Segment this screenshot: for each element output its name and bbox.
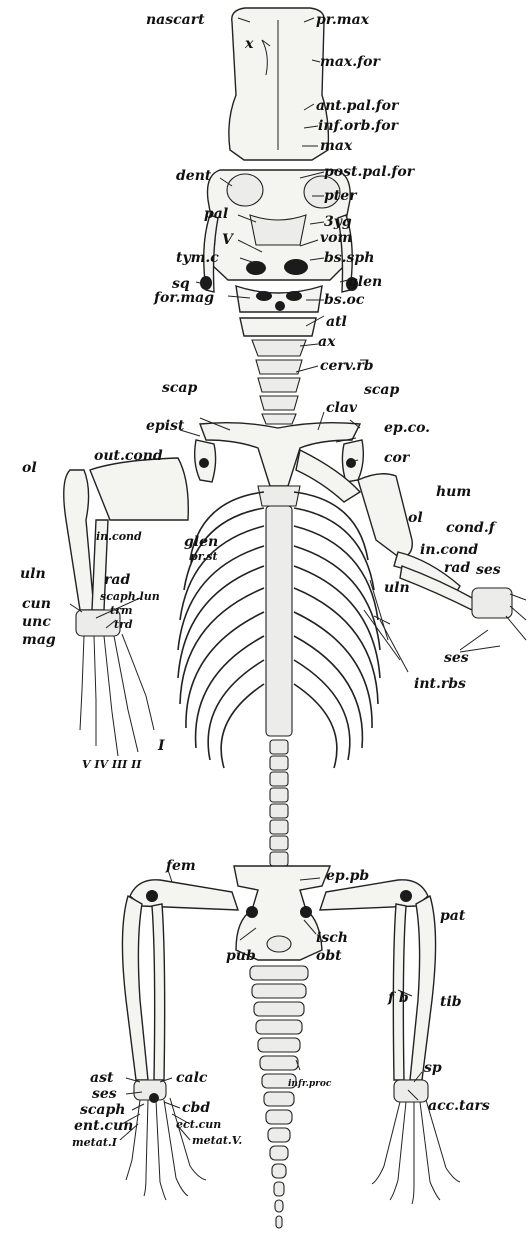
label-formag: for.mag — [153, 290, 214, 306]
label-intrbs: int.rbs — [414, 676, 466, 692]
label-bsoc: bs.oc — [324, 292, 365, 308]
label-postpalfor: post.pal.for — [324, 164, 416, 180]
label-hum: hum — [436, 484, 471, 500]
label-pat: pat — [440, 908, 466, 924]
label-ol1: ol — [22, 460, 37, 476]
label-inforbfor: inf.orb.for — [318, 118, 400, 134]
label-ses3: ses — [92, 1086, 117, 1102]
label-x: x — [244, 36, 254, 52]
label-mag: mag — [22, 632, 56, 648]
label-calc: calc — [176, 1070, 208, 1086]
cervical-vertebrae — [240, 318, 316, 424]
label-scaph: scaph — [80, 1102, 125, 1118]
label-ses2: ses — [444, 650, 469, 666]
right-hindlimb — [320, 880, 460, 1204]
label-antpalfor: ant.pal.for — [316, 98, 400, 114]
label-tib: tib — [440, 994, 462, 1010]
label-dent: dent — [176, 168, 212, 184]
tail — [250, 966, 308, 1228]
label-scaphlun: scaph.lun — [100, 590, 160, 603]
label-max: max — [320, 138, 353, 154]
label-vom: vom — [320, 230, 352, 246]
label-unc: unc — [22, 614, 51, 630]
label-infrproc: infr.proc — [288, 1079, 332, 1089]
shoulder-girdle — [195, 423, 364, 506]
label-cbd: cbd — [182, 1100, 210, 1116]
label-pter: pter — [324, 188, 358, 204]
label-trm: trm — [110, 604, 133, 617]
label-uln1: uln — [20, 566, 46, 582]
label-metatI: metat.I — [72, 1136, 118, 1149]
label-scap1: scap — [162, 380, 197, 396]
label-pub: pub — [226, 948, 256, 964]
label-trd: trd — [114, 618, 133, 631]
label-ses1: ses — [476, 562, 501, 578]
label-atl: atl — [326, 314, 347, 330]
label-outcond: out.cond — [94, 448, 163, 464]
label-rad2: rad — [104, 572, 130, 588]
label-sp: sp — [424, 1060, 442, 1076]
label-nascart: nascart — [146, 12, 205, 28]
label-clav: clav — [326, 400, 358, 416]
label-incond1: in.cond — [96, 530, 142, 543]
label-maxfor: max.for — [320, 54, 381, 70]
label-uln2: uln — [384, 580, 410, 596]
label-entcun: ent.cun — [74, 1118, 133, 1134]
label-epco: ep.co. — [384, 420, 430, 436]
label-digI: I — [157, 738, 165, 754]
label-rad1: rad — [444, 560, 470, 576]
label-epist: epist — [146, 418, 185, 434]
left-hindlimb — [122, 880, 238, 1200]
label-metatV: metat.V. — [192, 1134, 242, 1147]
label-cervrb: cerv.rb — [320, 358, 374, 374]
label-digits: V IV III II — [82, 758, 142, 771]
label-glen2: glen — [184, 534, 218, 550]
label-fb: f b — [387, 990, 409, 1006]
label-obt: obt — [316, 948, 342, 964]
label-prst: pr.st — [190, 550, 218, 563]
label-ax: ax — [318, 334, 336, 350]
label-glen1: glen — [348, 274, 382, 290]
label-isch: isch — [316, 930, 348, 946]
label-incond2: in.cond — [420, 542, 478, 558]
label-zyg: 3yg — [324, 214, 352, 230]
label-fem: fem — [165, 858, 196, 874]
label-cor: cor — [384, 450, 411, 466]
spine — [270, 740, 288, 866]
label-bssph: bs.sph — [324, 250, 374, 266]
label-tymc: tym.c — [176, 250, 219, 266]
label-ast: ast — [90, 1070, 114, 1086]
label-scap2: scap — [364, 382, 399, 398]
label-ectcun: ect.cun — [176, 1118, 221, 1131]
label-eppb: ep.pb — [326, 868, 369, 884]
label-prmax: pr.max — [316, 12, 370, 28]
label-ol2: ol — [408, 510, 423, 526]
label-accltars: acc.tars — [428, 1098, 490, 1114]
label-pal: pal — [204, 206, 228, 222]
label-cun: cun — [22, 596, 51, 612]
label-condf: cond.f — [446, 520, 498, 536]
